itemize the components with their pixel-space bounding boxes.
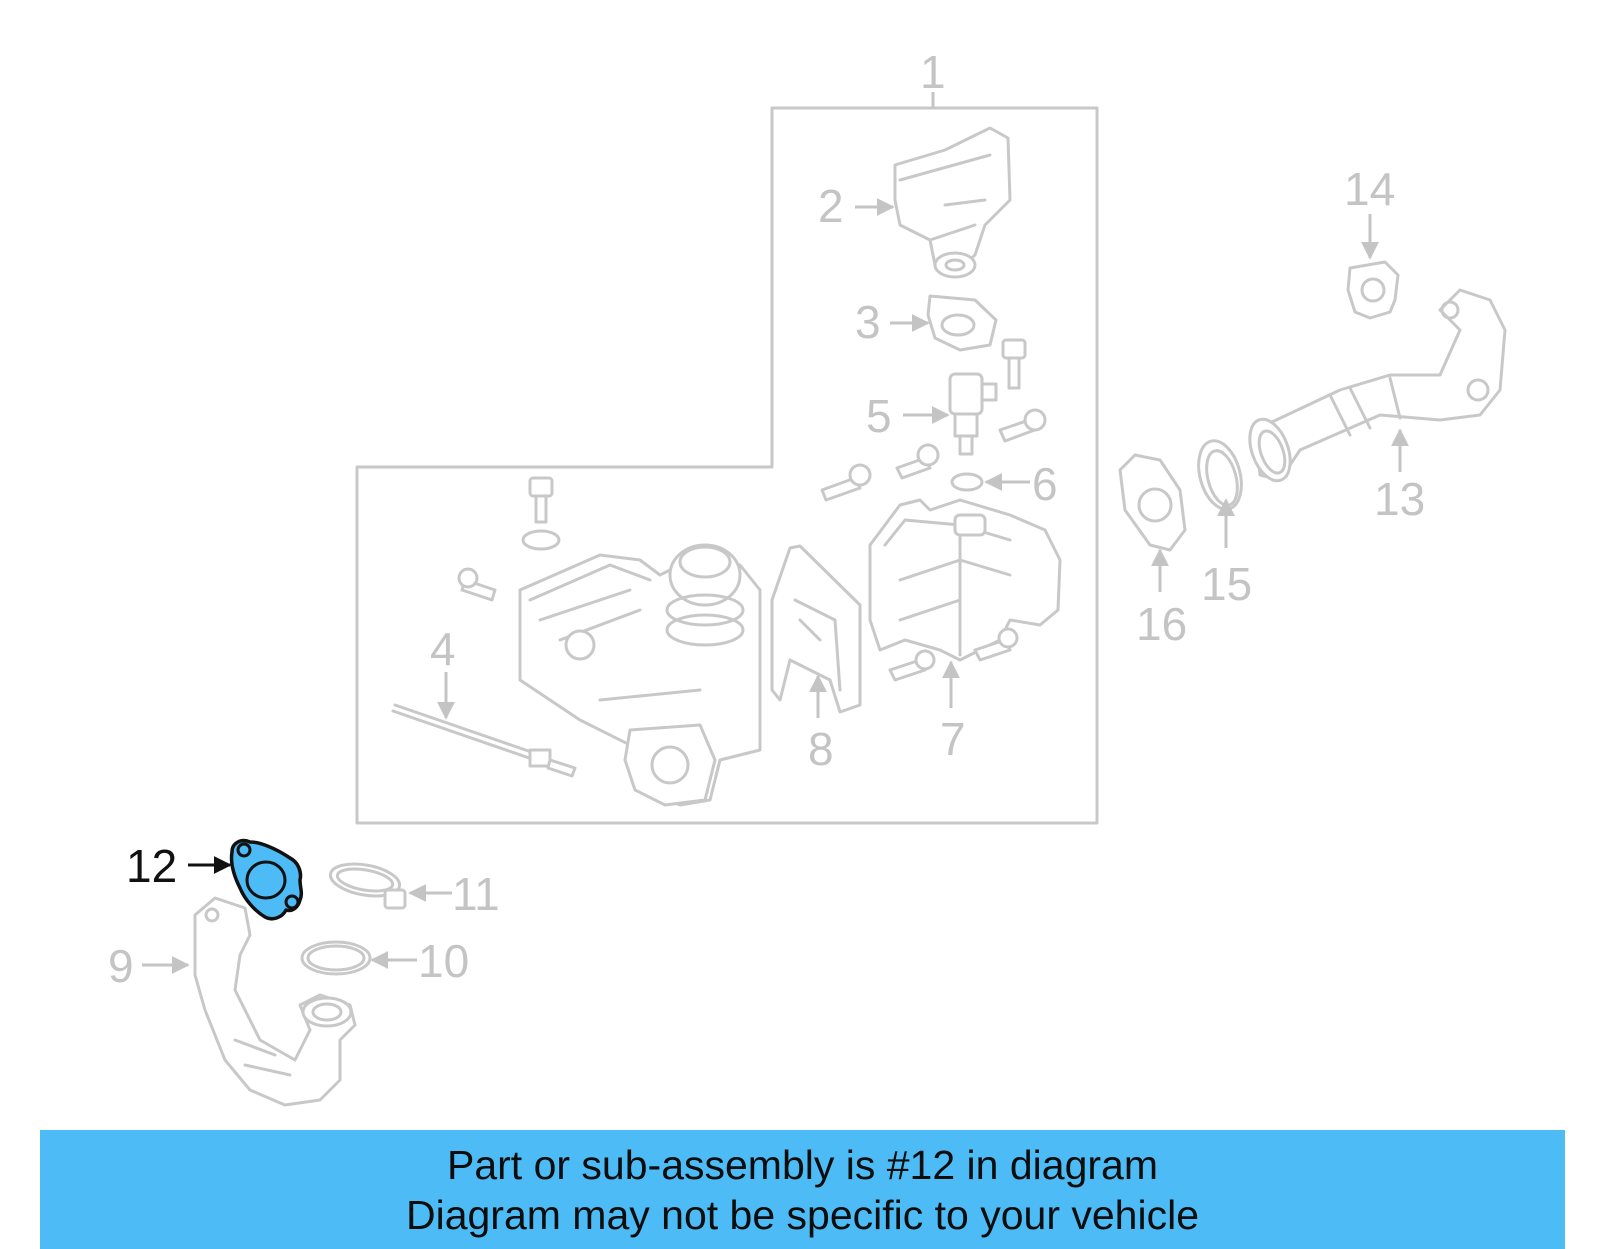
callout-16: 16 <box>1136 598 1187 650</box>
part-7-valve-housing <box>868 498 1062 682</box>
callout-15: 15 <box>1201 558 1252 610</box>
callout-8: 8 <box>808 723 834 775</box>
info-banner: Part or sub-assembly is #12 in diagram D… <box>40 1130 1565 1249</box>
callout-12: 12 <box>126 840 177 892</box>
part-3-gasket <box>926 294 998 352</box>
part-9-pipe <box>193 896 357 1107</box>
part-14-gasket <box>1346 260 1400 320</box>
callout-10: 10 <box>418 935 469 987</box>
banner-line-2: Diagram may not be specific to your vehi… <box>405 1191 1199 1238</box>
part-8-gasket <box>770 544 862 714</box>
part-13-pipe <box>1248 288 1507 483</box>
banner-line-1: Part or sub-assembly is #12 in diagram <box>447 1141 1158 1188</box>
callout-7: 7 <box>940 713 966 765</box>
callout-9: 9 <box>108 940 134 992</box>
callout-13: 13 <box>1374 473 1425 525</box>
part-15-clamp <box>1197 439 1243 511</box>
part-4-egr-cooler <box>391 476 762 807</box>
callout-3: 3 <box>855 296 881 348</box>
part-6-oring <box>950 472 984 492</box>
callout-14: 14 <box>1344 163 1395 215</box>
callout-11: 11 <box>452 868 500 920</box>
callout-1: 1 <box>920 46 946 98</box>
part-10-seal <box>300 940 372 976</box>
callout-4: 4 <box>430 623 456 675</box>
bolts-group <box>820 338 1047 502</box>
part-16-flange <box>1118 453 1187 552</box>
callout-arrows <box>142 198 1409 974</box>
callout-2: 2 <box>818 180 844 232</box>
part-12-gasket[interactable] <box>229 838 304 921</box>
part-2-actuator <box>893 126 1012 279</box>
assembly-1-outline <box>355 106 1099 825</box>
part-5-sensor <box>948 372 998 456</box>
part-11-clamp <box>328 862 407 910</box>
callout-labels: 1 2 3 5 6 4 8 7 14 13 15 16 11 10 9 12 <box>108 46 1425 992</box>
callout-6: 6 <box>1032 458 1058 510</box>
callout-5: 5 <box>866 390 892 442</box>
